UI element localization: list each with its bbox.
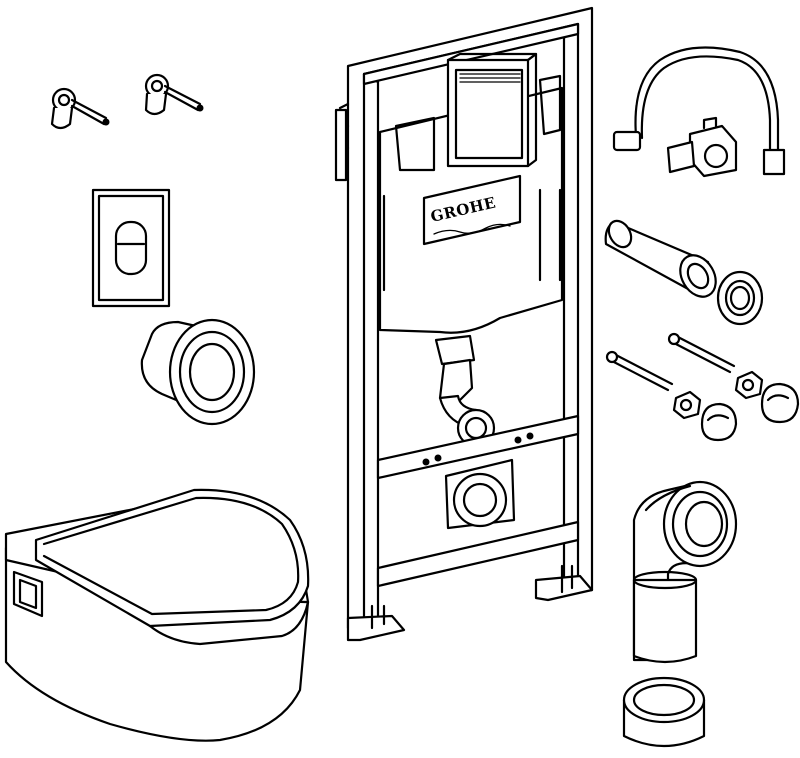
flush-plate-icon xyxy=(91,188,171,308)
bolt-icon xyxy=(605,350,674,392)
wall-hook-icon xyxy=(50,87,110,130)
bolt-icon xyxy=(667,332,736,374)
flush-pipe-icon xyxy=(140,318,256,426)
valve-icon xyxy=(666,116,738,178)
cap-icon xyxy=(700,402,738,442)
installation-frame: GROHE xyxy=(334,6,594,642)
wall-hook-icon xyxy=(144,73,204,116)
pipe-sleeve-icon xyxy=(622,676,706,748)
drain-pipe-icon xyxy=(604,219,717,298)
hose-icon xyxy=(612,46,786,176)
elbow-pipe-icon xyxy=(632,480,738,664)
cap-icon xyxy=(760,382,800,424)
rubber-seal-icon xyxy=(716,270,764,326)
nut-icon xyxy=(734,370,764,400)
nut-icon xyxy=(672,390,702,420)
toilet-icon xyxy=(4,488,310,742)
